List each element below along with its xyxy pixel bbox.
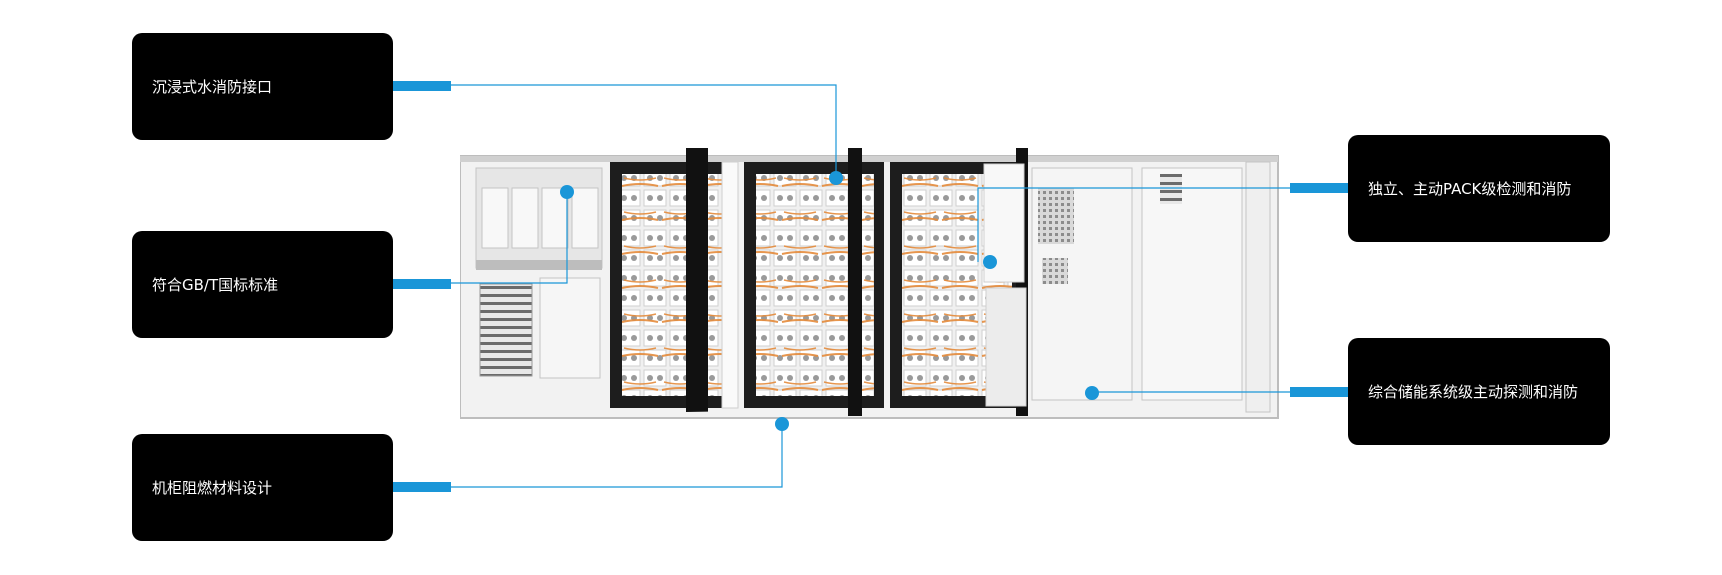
connector-flame-retardant	[393, 482, 451, 492]
connector-system-detection	[1290, 387, 1348, 397]
connector-pack-detection	[1290, 183, 1348, 193]
marker-dot-pack-detection	[983, 255, 997, 269]
callout-pack-detection: 独立、主动PACK级检测和消防	[1348, 135, 1610, 242]
callout-system-detection-text: 综合储能系统级主动探测和消防	[1368, 383, 1579, 401]
callout-gbt-standard: 符合GB/T国标标准	[132, 231, 393, 338]
callout-fire-interface-text: 沉浸式水消防接口	[152, 78, 273, 96]
leader-line-gbt-standard	[450, 192, 568, 284]
marker-dot-system-detection	[1085, 386, 1099, 400]
marker-dot-fire-interface	[829, 171, 843, 185]
callout-gbt-standard-text: 符合GB/T国标标准	[152, 276, 279, 294]
callout-pack-detection-text: 独立、主动PACK级检测和消防	[1368, 180, 1572, 198]
leader-line-pack-detection	[977, 187, 1290, 262]
energy-storage-container-illustration	[460, 148, 1279, 419]
leader-line-flame-retardant	[450, 424, 783, 488]
callout-system-detection: 综合储能系统级主动探测和消防	[1348, 338, 1610, 445]
connector-fire-interface	[393, 81, 451, 91]
marker-dot-gbt-standard	[560, 185, 574, 199]
leader-line-fire-interface	[450, 84, 837, 178]
callout-flame-retardant: 机柜阻燃材料设计	[132, 434, 393, 541]
connector-gbt-standard	[393, 279, 451, 289]
marker-dot-flame-retardant	[775, 417, 789, 431]
callout-fire-interface: 沉浸式水消防接口	[132, 33, 393, 140]
callout-flame-retardant-text: 机柜阻燃材料设计	[152, 479, 273, 497]
